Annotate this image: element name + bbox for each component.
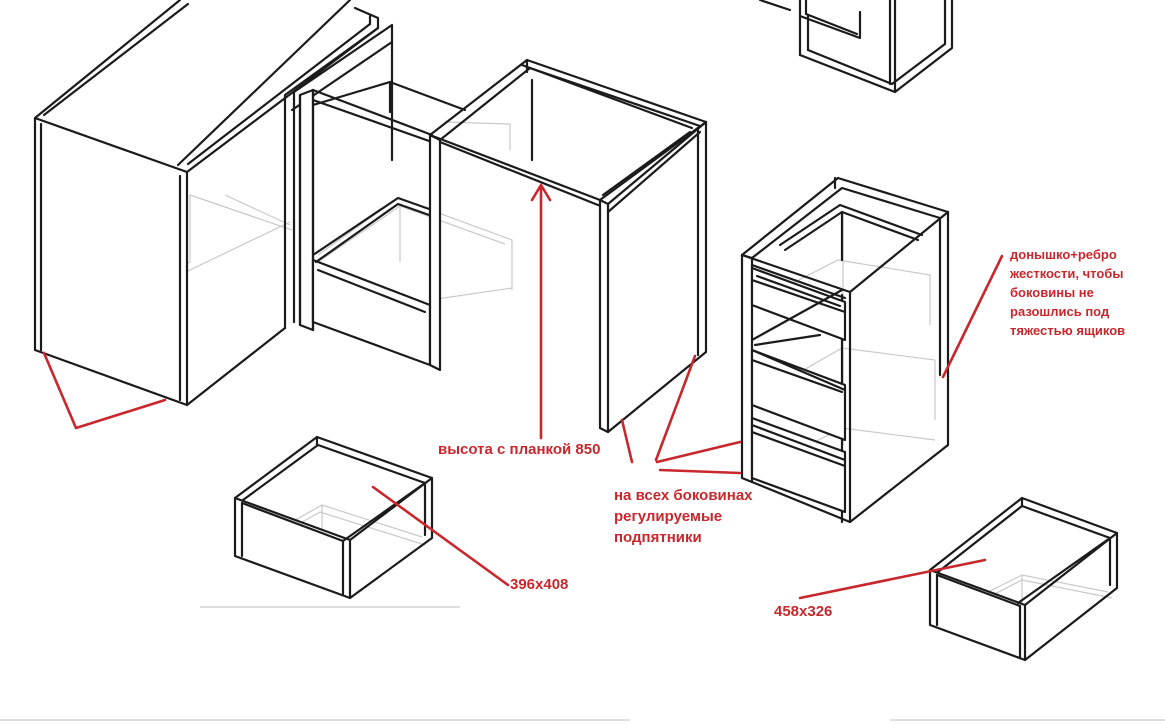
tall-panel-cabinet [428, 58, 708, 434]
bottom-rib-label: донышко+ребро жесткости, чтобы боковины … [1010, 247, 1126, 338]
drawer-396x408 [233, 435, 434, 600]
top-cabinet [758, 0, 954, 94]
drawer-cabinet [740, 176, 950, 524]
annotation-strokes [42, 183, 1004, 600]
drawer-2-size-label: 458х326 [774, 603, 833, 620]
middle-cabinet [298, 80, 467, 367]
feet-pointer-left [42, 351, 167, 430]
outline-drawing [33, 0, 1119, 662]
corner-cabinet [33, 0, 394, 407]
height-arrow-head [530, 183, 552, 202]
drawer-458x326 [928, 496, 1119, 662]
feet-label: на всех боковинах регулируемые подпятник… [614, 487, 753, 546]
height-label: высота с планкой 850 [438, 441, 601, 458]
drawer-1-size-label: 396х408 [510, 576, 569, 593]
